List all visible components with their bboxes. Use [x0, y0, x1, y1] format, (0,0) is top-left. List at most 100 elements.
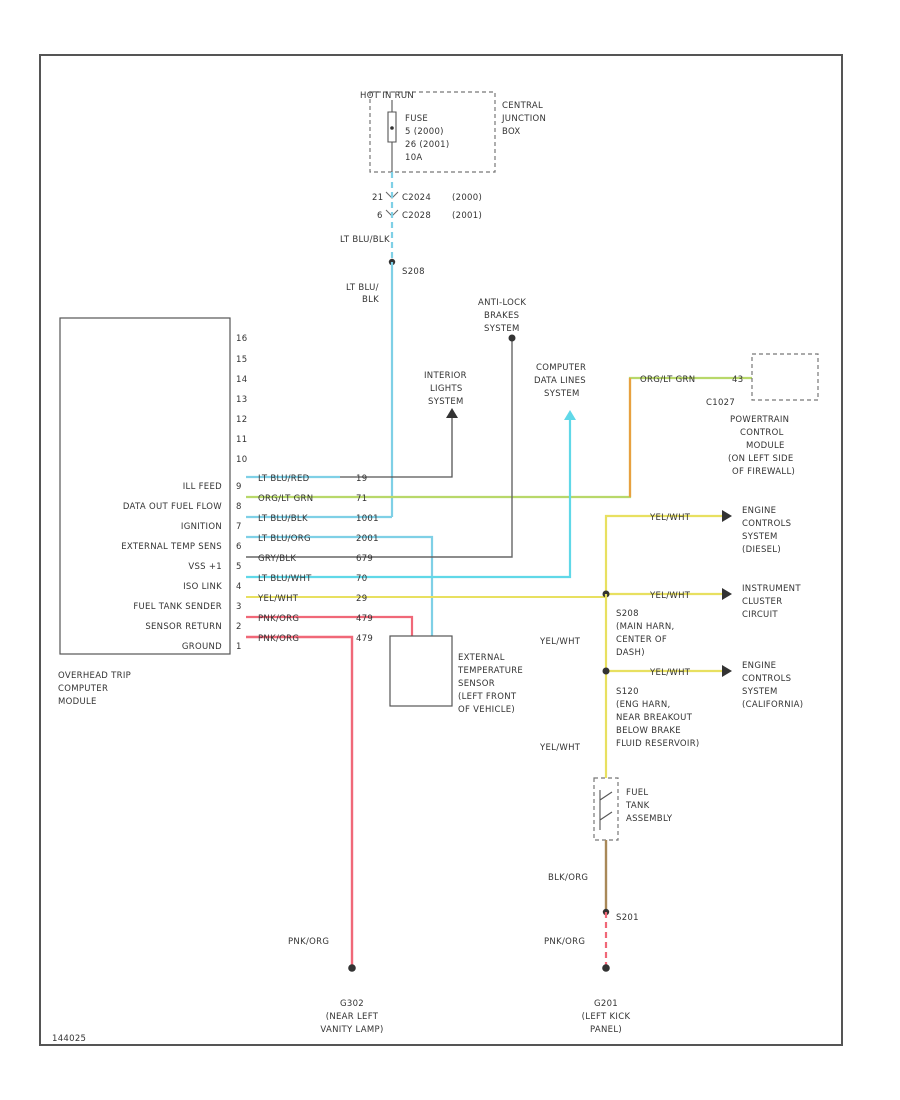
terminal-iso-link: ISO LINK [183, 582, 222, 592]
pcm-label-1: POWERTRAIN [730, 415, 789, 425]
pin-16: 16 [236, 334, 247, 344]
g201-label-2: (LEFT KICK [582, 1012, 631, 1022]
fuel-sender-symbol [599, 790, 613, 830]
wire-label-yel-wht-california: YEL/WHT [649, 668, 691, 678]
diesel-label-4: (DIESEL) [742, 545, 781, 555]
wire-label-pnk-org-return: PNK/ORG [258, 614, 299, 624]
circuit-71: 71 [356, 494, 367, 504]
abs-connection [508, 334, 516, 342]
pcm-pin-43: 43 [732, 375, 743, 385]
circuit-1001: 1001 [356, 514, 379, 524]
fuel-tank-label-2: TANK [625, 801, 650, 811]
g302-label-3: VANITY LAMP) [320, 1025, 383, 1035]
wire-label-lt-blu-red: LT BLU/RED [258, 474, 310, 484]
ext-sensor-label-4: (LEFT FRONT [458, 692, 517, 702]
wire-label-pnk-org-right: PNK/ORG [544, 937, 585, 947]
interior-label-1: INTERIOR [424, 371, 467, 381]
external-temp-sensor [389, 635, 453, 707]
s208-label-2: (MAIN HARN, [616, 622, 675, 632]
circuit-679: 679 [356, 554, 373, 564]
overhead-trip-computer-module [59, 317, 231, 655]
wire-gry-blk [246, 338, 513, 558]
wire-label-gry-blk: GRY/BLK [258, 554, 296, 564]
data-lines-arrow [564, 410, 576, 420]
fuse-label: FUSE [405, 114, 428, 124]
pin-15: 15 [236, 355, 247, 365]
cjb-label-2: JUNCTION [501, 114, 546, 124]
wire-yel-wht-diesel [604, 514, 722, 597]
pin-2: 2 [236, 622, 242, 632]
fuse-terminal [390, 126, 394, 130]
s208-label-3: CENTER OF [616, 635, 667, 645]
wire-org-lt-grn [246, 376, 752, 499]
s120-label-1: S120 [616, 687, 639, 697]
fuse-rating: 10A [405, 153, 423, 163]
central-junction-box [369, 91, 496, 173]
c2024-label: C2024 [402, 193, 431, 203]
pcm-label-3: MODULE [746, 441, 785, 451]
g302-label-2: (NEAR LEFT [326, 1012, 379, 1022]
wire-label-lt-blu: LT BLU/ [346, 283, 379, 293]
terminal-ignition: IGNITION [181, 522, 222, 532]
pcm-connector-c1027: C1027 [706, 398, 735, 408]
wire-label-pnk-org-ground: PNK/ORG [258, 634, 299, 644]
circuit-479-ground: 479 [356, 634, 373, 644]
wire-lt-blu-org [246, 535, 434, 636]
pin-14: 14 [236, 375, 247, 385]
splice-s120 [602, 667, 610, 675]
cluster-label-1: INSTRUMENT [742, 584, 801, 594]
wire-label-pnk-org-left: PNK/ORG [288, 937, 329, 947]
terminal-fuel-sender: FUEL TANK SENDER [133, 602, 222, 612]
pin-4: 4 [236, 582, 242, 592]
circuit-479-return: 479 [356, 614, 373, 624]
pin-13: 13 [236, 395, 247, 405]
abs-label-1: ANTI-LOCK [478, 298, 526, 308]
wire-label-lt-blu-blk-ign: LT BLU/BLK [258, 514, 308, 524]
data-lines-label-3: SYSTEM [544, 389, 580, 399]
wire-label-pcm: ORG/LT GRN [640, 375, 695, 385]
ground-g201-terminal [602, 964, 610, 972]
wire-label-lt-blu-blk: LT BLU/BLK [340, 235, 390, 245]
circuit-2001: 2001 [356, 534, 379, 544]
terminal-ground: GROUND [182, 642, 222, 652]
g201-label-3: PANEL) [590, 1025, 622, 1035]
pin-12: 12 [236, 415, 247, 425]
diesel-label-2: CONTROLS [742, 519, 791, 529]
interior-label-3: SYSTEM [428, 397, 464, 407]
c2028-label: C2028 [402, 211, 431, 221]
pin-1: 1 [236, 642, 242, 652]
module-name-2: COMPUTER [58, 684, 108, 694]
ext-sensor-label-3: SENSOR [458, 679, 495, 689]
ext-sensor-label-2: TEMPERATURE [457, 666, 523, 676]
arrow-cluster [722, 588, 732, 600]
california-label-4: (CALIFORNIA) [742, 700, 803, 710]
splice-s201-label: S201 [616, 913, 639, 923]
terminal-vss: VSS +1 [188, 562, 222, 572]
pcm-label-5: OF FIREWALL) [732, 467, 795, 477]
data-lines-label-2: DATA LINES [534, 376, 586, 386]
wire-label-yel-wht-lower: YEL/WHT [539, 743, 581, 753]
wire-pnk-org-ground [246, 635, 354, 966]
abs-label-3: SYSTEM [484, 324, 520, 334]
s120-label-5: FLUID RESERVOIR) [616, 739, 700, 749]
fuel-tank-assembly [593, 777, 619, 841]
pcm-label-4: (ON LEFT SIDE [728, 454, 794, 464]
wire-pnk-org-return [246, 615, 414, 636]
wire-label-org-lt-grn: ORG/LT GRN [258, 494, 313, 504]
fuse-number-2000: 5 (2000) [405, 127, 444, 137]
cjb-label-3: BOX [502, 127, 521, 137]
abs-label-2: BRAKES [484, 311, 519, 321]
s208-label-1: S208 [616, 609, 639, 619]
pin-8: 8 [236, 502, 242, 512]
wire-label-yel-wht: YEL/WHT [257, 594, 299, 604]
california-label-2: CONTROLS [742, 674, 791, 684]
interior-lights-arrow [446, 408, 458, 418]
wire-lt-blu-wht [246, 418, 572, 579]
pin-10: 10 [236, 455, 247, 465]
pin-9: 9 [236, 482, 242, 492]
pin-11: 11 [236, 435, 247, 445]
terminal-pins: 9 8 7 6 5 4 3 2 1 [236, 482, 242, 652]
c2024-pin: 21 [372, 193, 383, 203]
california-label-1: ENGINE [742, 661, 776, 671]
